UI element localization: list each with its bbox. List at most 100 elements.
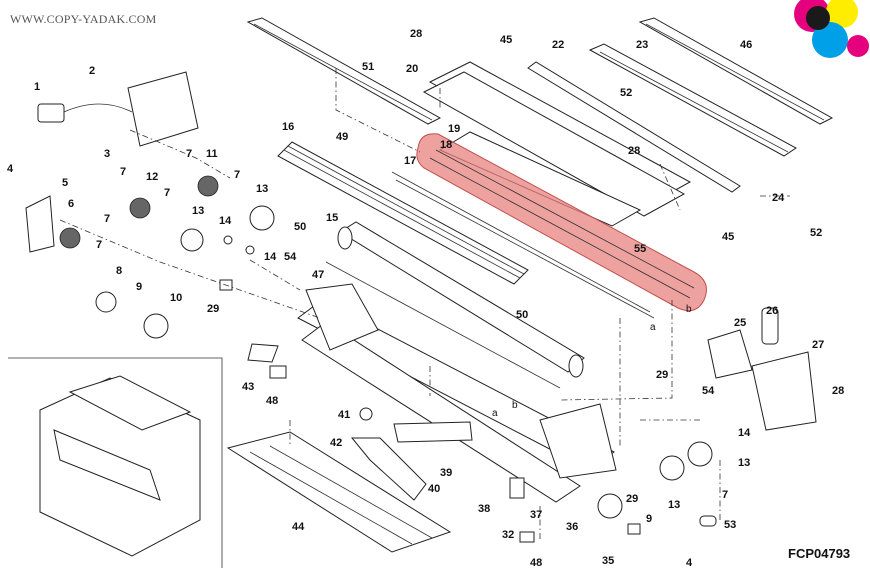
callout-13-a: 13	[256, 183, 268, 195]
callout-29-b: 29	[656, 369, 668, 381]
callout-54-a: 54	[284, 251, 297, 263]
callout-4-b: 4	[686, 557, 693, 569]
watermark-text: WWW.COPY-YADAK.COM	[10, 12, 157, 26]
rail-23	[588, 43, 797, 157]
printer-inset-frame	[8, 357, 223, 568]
callout-3: 3	[104, 148, 110, 160]
rail-51	[246, 17, 442, 125]
callout-50-a: 50	[294, 221, 306, 233]
callout-25: 25	[734, 317, 746, 329]
callout-24: 24	[772, 192, 785, 204]
callout-12: 12	[146, 171, 158, 183]
callout-13-d: 13	[668, 499, 680, 511]
callout-28-a: 28	[410, 28, 422, 40]
callout-7-g: 7	[96, 239, 102, 251]
callout-48-b: 48	[530, 557, 542, 569]
callout-15: 15	[326, 212, 338, 224]
callout-32: 32	[502, 529, 514, 541]
callout-38: 38	[478, 503, 490, 515]
callout-8: 8	[116, 265, 122, 277]
shaft-47	[325, 261, 561, 389]
callout-42: 42	[330, 437, 342, 449]
callout-37: 37	[530, 509, 542, 521]
callout-20: 20	[406, 63, 418, 75]
callout-39: 39	[440, 467, 452, 479]
roller-15	[337, 221, 585, 378]
callout-26: 26	[766, 305, 778, 317]
callout-28-b: 28	[628, 145, 640, 157]
callout-18: 18	[440, 139, 452, 151]
callout-27: 27	[812, 339, 824, 351]
right-side-parts	[509, 307, 817, 543]
callout-11: 11	[206, 148, 218, 160]
ref-a-lower: a	[492, 408, 498, 419]
callout-49: 49	[336, 131, 348, 143]
callout-46: 46	[740, 39, 752, 51]
leader-lines	[59, 68, 790, 540]
logo-circle-black	[806, 6, 830, 30]
shaft-22	[527, 61, 741, 193]
logo-circle-yellow	[826, 0, 858, 28]
callout-52-b: 52	[810, 227, 822, 239]
callout-52-a: 52	[620, 87, 632, 99]
highlight-region	[416, 133, 707, 312]
paper-guide-17	[391, 171, 655, 319]
callout-9: 9	[136, 281, 142, 293]
callout-48-a: 48	[266, 395, 278, 407]
logo-circle-cyan	[812, 22, 848, 58]
callout-7-f: 7	[722, 489, 728, 501]
callout-14-b: 14	[738, 427, 751, 439]
callout-41: 41	[338, 409, 350, 421]
top-cover-plate	[422, 61, 692, 227]
callout-13-b: 13	[192, 205, 204, 217]
callout-51: 51	[362, 61, 374, 73]
callout-54-b: 54	[702, 385, 715, 397]
callout-9-b: 9	[646, 513, 652, 525]
callout-44: 44	[292, 521, 305, 533]
callout-16: 16	[282, 121, 294, 133]
callout-1: 1	[34, 81, 40, 93]
roller-16	[277, 141, 529, 285]
callout-28-c: 28	[832, 385, 844, 397]
callout-19: 19	[448, 123, 460, 135]
callout-4: 4	[7, 163, 14, 175]
callout-14-a: 14	[219, 215, 232, 227]
rail-46	[638, 17, 834, 125]
callout-55: 55	[634, 243, 646, 255]
ref-b-upper: b	[686, 304, 692, 315]
highlighted-part-18	[416, 133, 707, 312]
ref-b-lower: b	[512, 400, 518, 411]
callout-5: 5	[62, 177, 68, 189]
callout-22: 22	[552, 39, 564, 51]
callout-29-a: 29	[207, 303, 219, 315]
callout-2: 2	[89, 65, 95, 77]
callout-45-a: 45	[500, 34, 512, 46]
centre-small-parts	[247, 343, 473, 501]
callout-45-b: 45	[722, 231, 734, 243]
callout-7-e: 7	[164, 187, 170, 199]
callout-47: 47	[312, 269, 324, 281]
callout-7-b: 7	[120, 166, 126, 178]
brand-logo	[794, 0, 869, 58]
callout-17: 17	[404, 155, 416, 167]
callout-29-c: 29	[626, 493, 638, 505]
callout-7-c: 7	[186, 148, 192, 160]
callout-35: 35	[602, 555, 614, 567]
callout-43: 43	[242, 381, 254, 393]
logo-circle-magenta-small	[847, 35, 869, 57]
callout-7-d: 7	[234, 169, 240, 181]
callout-6: 6	[68, 198, 74, 210]
callout-53: 53	[724, 519, 736, 531]
filter-tray-44	[226, 431, 452, 553]
figure-code: FCP04793	[788, 546, 851, 561]
callout-10: 10	[170, 292, 182, 304]
callout-numbers: 1 2 3 4 5 6 7 8 9 10 11 12 13 14 15 16 1…	[7, 28, 844, 569]
callout-7-a: 7	[104, 213, 110, 225]
callout-14-c: 14	[264, 251, 277, 263]
reference-letters: a b a b	[492, 304, 692, 419]
callout-40: 40	[428, 483, 440, 495]
callout-50-b: 50	[516, 309, 528, 321]
callout-36: 36	[566, 521, 578, 533]
